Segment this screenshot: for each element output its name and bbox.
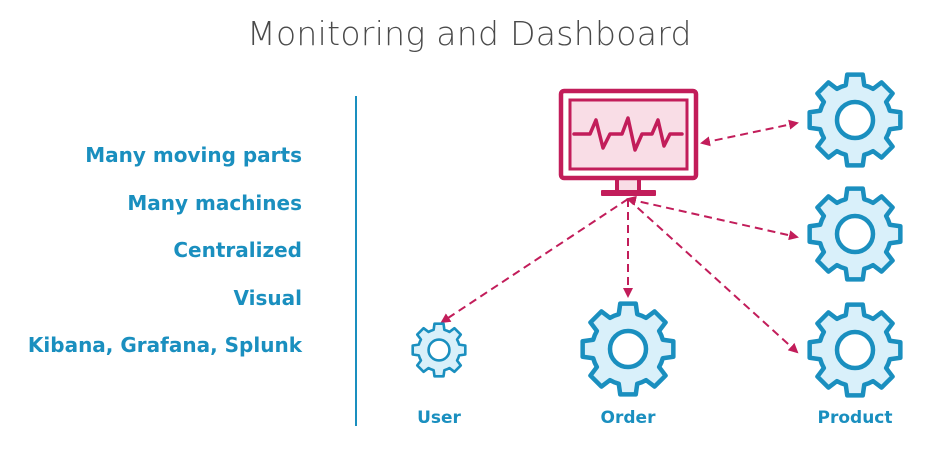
bullet-item: Many machines bbox=[127, 190, 302, 215]
connector-lines bbox=[440, 119, 799, 354]
order-label: Order bbox=[601, 408, 657, 428]
connector-monitor-product-top bbox=[700, 119, 799, 147]
user-gear-icon bbox=[411, 322, 467, 378]
bullet-list: Many moving parts Many machines Centrali… bbox=[28, 132, 302, 370]
order-gear-icon bbox=[583, 304, 674, 395]
bullet-item: Visual bbox=[233, 285, 302, 310]
product-label: Product bbox=[818, 408, 893, 428]
monitor-heartbeat-icon bbox=[558, 88, 699, 196]
product-gear-middle-icon bbox=[810, 189, 901, 280]
connector-monitor-product-middle bbox=[626, 195, 799, 241]
product-gear-bottom-icon bbox=[810, 305, 901, 396]
connector-monitor-user bbox=[440, 198, 629, 324]
bullet-item: Many moving parts bbox=[85, 143, 302, 167]
vertical-divider bbox=[355, 96, 357, 426]
product-gear-top-icon bbox=[810, 75, 901, 166]
bullet-item: Centralized bbox=[173, 238, 302, 262]
connector-monitor-product-bottom bbox=[627, 198, 799, 354]
heartbeat-line bbox=[572, 116, 684, 152]
bullet-item: Kibana, Grafana, Splunk bbox=[27, 333, 302, 357]
page-title: Monitoring and Dashboard bbox=[247, 14, 692, 53]
user-label: User bbox=[417, 408, 461, 428]
